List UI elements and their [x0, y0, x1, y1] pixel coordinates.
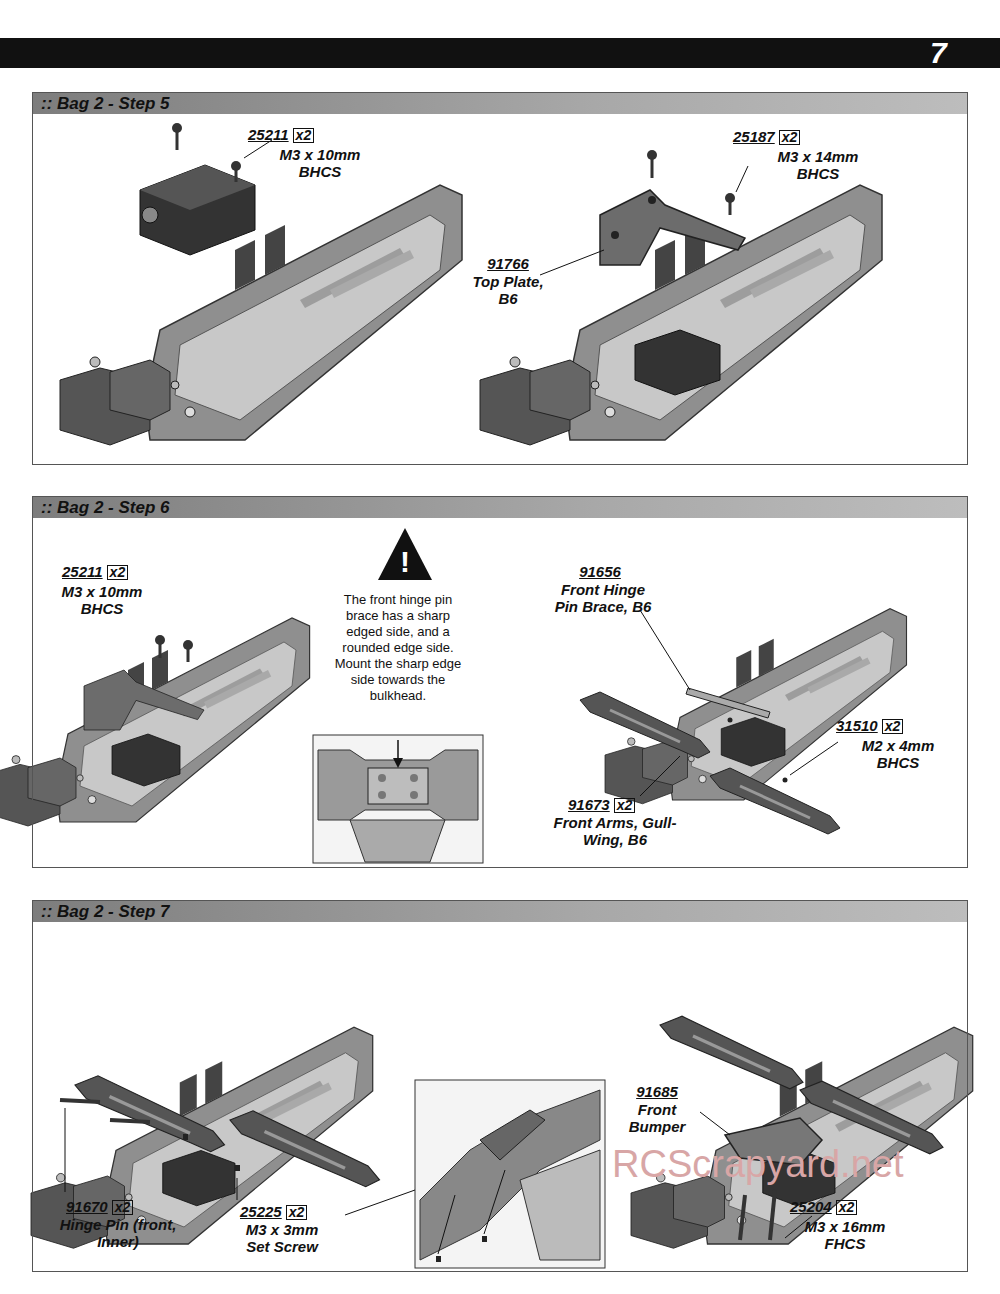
part-name: M2 x 4mm BHCS [843, 737, 953, 771]
watermark: RCScrapyard.net [612, 1143, 903, 1185]
quantity: x2 [614, 798, 636, 813]
part-number: 25211 [248, 126, 289, 143]
part-name: M3 x 14mm BHCS [763, 148, 873, 182]
part-name: Hinge Pin (front, Inner) [58, 1216, 178, 1250]
step-header: :: Bag 2 - Step 7 [41, 902, 959, 921]
part-name: M3 x 10mm BHCS [265, 146, 375, 180]
part-number: 25225 [240, 1203, 282, 1220]
quantity: x2 [286, 1205, 308, 1220]
quantity: x2 [779, 130, 801, 145]
part-number: 91766 [458, 255, 558, 272]
part-number: 25204 [790, 1198, 832, 1215]
part-name: Top Plate, B6 [463, 273, 553, 307]
quantity: x2 [882, 719, 904, 734]
part-number: 25187 [733, 128, 775, 145]
page-number: 7 [930, 38, 947, 68]
quantity: x2 [107, 565, 129, 580]
part-number: 25211 [62, 563, 103, 580]
step-header: :: Bag 2 - Step 5 [41, 94, 959, 113]
part-number: 91685 [607, 1083, 707, 1100]
part-number: 91670 [66, 1198, 108, 1215]
part-number: 91673 [568, 796, 610, 813]
part-name: Front Hinge Pin Brace, B6 [548, 581, 658, 615]
quantity: x2 [836, 1200, 858, 1215]
step-header-band: :: Bag 2 - Step 5 [33, 93, 967, 114]
step-header: :: Bag 2 - Step 6 [41, 498, 959, 517]
part-name: Front Bumper [617, 1101, 697, 1135]
step-header-band: :: Bag 2 - Step 7 [33, 901, 967, 922]
part-name: M3 x 3mm Set Screw [232, 1221, 332, 1255]
part-name: M3 x 10mm BHCS [47, 583, 157, 617]
part-name: Front Arms, Gull-Wing, B6 [545, 814, 685, 848]
step-header-band: :: Bag 2 - Step 6 [33, 497, 967, 518]
step-panel: :: Bag 2 - Step 6 [32, 496, 968, 868]
part-number: 91656 [550, 563, 650, 580]
warning-note: The front hinge pin brace has a sharp ed… [330, 592, 466, 704]
part-number: 31510 [836, 717, 878, 734]
warning-symbol: ! [395, 547, 415, 577]
quantity: x2 [293, 128, 315, 143]
part-name: M3 x 16mm FHCS [790, 1218, 900, 1252]
quantity: x2 [112, 1200, 134, 1215]
